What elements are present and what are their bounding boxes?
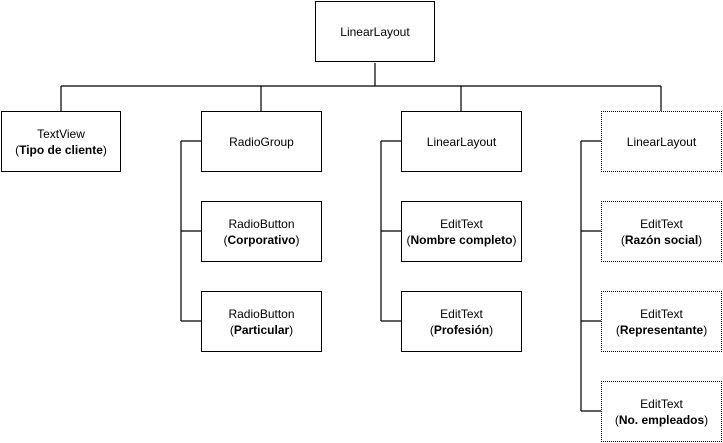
node-detail: (Corporativo) bbox=[223, 232, 300, 247]
edittext-razon-box: EditText (Razón social) bbox=[601, 201, 722, 262]
linearlayout-corporativo-box: LinearLayout bbox=[601, 111, 722, 172]
edittext-representante-box: EditText (Representante) bbox=[601, 291, 722, 352]
node-title: RadioButton bbox=[228, 306, 295, 321]
node-detail: (Representante) bbox=[615, 322, 708, 337]
node-title: LinearLayout bbox=[426, 134, 497, 149]
edittext-profesion-box: EditText (Profesión) bbox=[401, 291, 522, 352]
root-linearlayout-box: LinearLayout bbox=[315, 1, 435, 62]
node-detail: (Particular) bbox=[229, 322, 294, 337]
linearlayout-particular-box: LinearLayout bbox=[401, 111, 522, 172]
node-detail: (No. empleados) bbox=[614, 412, 709, 427]
node-title: RadioGroup bbox=[229, 134, 294, 149]
node-title: LinearLayout bbox=[626, 134, 697, 149]
radiogroup-box: RadioGroup bbox=[201, 111, 322, 172]
node-title: TextView bbox=[37, 126, 85, 141]
node-title: EditText bbox=[640, 216, 683, 231]
node-title: EditText bbox=[640, 396, 683, 411]
node-title: EditText bbox=[640, 306, 683, 321]
node-detail: (Nombre completo) bbox=[406, 232, 517, 247]
node-title: EditText bbox=[440, 216, 483, 231]
edittext-nombre-box: EditText (Nombre completo) bbox=[401, 201, 522, 262]
node-detail: (Tipo de cliente) bbox=[15, 142, 107, 157]
node-title: EditText bbox=[440, 306, 483, 321]
node-title: RadioButton bbox=[228, 216, 295, 231]
node-detail: (Profesión) bbox=[429, 322, 494, 337]
radiobutton-particular-box: RadioButton (Particular) bbox=[201, 291, 322, 352]
edittext-empleados-box: EditText (No. empleados) bbox=[601, 381, 722, 442]
node-detail: (Razón social) bbox=[620, 232, 703, 247]
node-title: LinearLayout bbox=[340, 24, 410, 39]
textview-box: TextView (Tipo de cliente) bbox=[1, 111, 121, 172]
radiobutton-corporativo-box: RadioButton (Corporativo) bbox=[201, 201, 322, 262]
